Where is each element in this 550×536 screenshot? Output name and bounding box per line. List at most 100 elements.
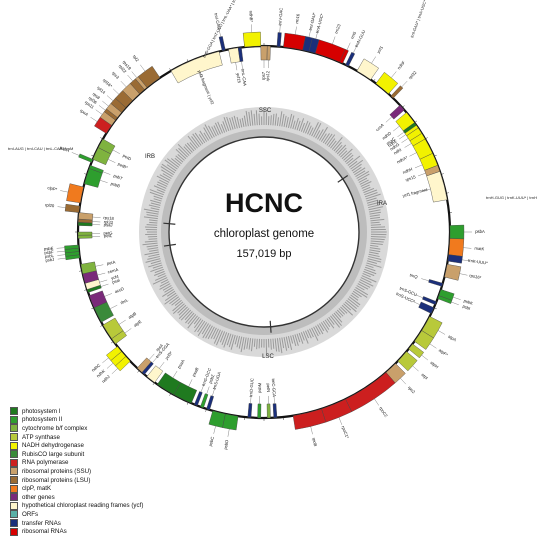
gene-label-leader bbox=[402, 138, 409, 142]
backbone-tick bbox=[91, 308, 93, 309]
legend-item: ribosomal RNAs bbox=[10, 527, 200, 536]
gene-label-leader bbox=[339, 417, 342, 424]
gene-label: rps2 bbox=[407, 385, 417, 395]
backbone-tick bbox=[100, 326, 102, 327]
gene-block bbox=[78, 232, 92, 235]
gene-label-leader bbox=[438, 330, 445, 334]
gene-label: psbE bbox=[44, 246, 54, 252]
gene-label: psbC bbox=[208, 436, 215, 447]
gene-label: psbB bbox=[110, 181, 121, 189]
backbone-tick bbox=[187, 403, 188, 405]
gene-label-leader bbox=[132, 72, 137, 78]
legend-label: photosystem I bbox=[22, 408, 61, 415]
gene-label-leader bbox=[57, 251, 65, 252]
legend-item: ATP synthase bbox=[10, 433, 200, 442]
gene-label: petG bbox=[103, 230, 112, 235]
gene-label: ndhB* bbox=[248, 11, 254, 23]
gene-label-leader bbox=[189, 379, 193, 386]
gene-block bbox=[444, 264, 460, 280]
gene-label: rrn16 bbox=[294, 13, 301, 24]
backbone-tick bbox=[153, 383, 154, 385]
gene-label: rps15 bbox=[405, 174, 417, 183]
gene-label-leader bbox=[121, 81, 127, 87]
gene-label: rps3 bbox=[111, 70, 121, 80]
region-label-irb: IRB bbox=[145, 154, 155, 160]
gene-label: trnN-GUU bbox=[354, 29, 367, 48]
gene-label-leader bbox=[311, 426, 313, 434]
gene-label: petA bbox=[106, 259, 116, 266]
gene-block bbox=[419, 302, 434, 314]
gene-label-leader bbox=[113, 89, 119, 95]
gene-block bbox=[243, 32, 261, 47]
gene-label-leader bbox=[125, 328, 131, 333]
gene-label-leader bbox=[57, 248, 65, 249]
region-boundary-tick bbox=[270, 321, 271, 333]
gene-label-leader bbox=[107, 96, 113, 101]
gene-label: petD bbox=[122, 153, 132, 162]
legend-label: other genes bbox=[22, 494, 55, 501]
gene-label-leader bbox=[110, 305, 117, 309]
legend-swatch bbox=[10, 510, 18, 518]
gene-label: atpH bbox=[429, 360, 439, 369]
gene-block bbox=[78, 213, 92, 220]
gene-label-leader bbox=[91, 117, 98, 121]
gene-label: rpoC2 bbox=[378, 406, 389, 419]
gene-label-leader bbox=[409, 153, 416, 157]
gene-block bbox=[346, 372, 396, 411]
gene-label-leader bbox=[103, 172, 110, 175]
gc-content-bar bbox=[147, 225, 158, 226]
gene-label: matK bbox=[474, 246, 484, 252]
gene-label-leader bbox=[102, 358, 108, 363]
gene-label: atpB bbox=[127, 311, 137, 320]
gene-label-leader bbox=[421, 279, 429, 281]
gene-block bbox=[248, 403, 252, 417]
gene-label: ndhF bbox=[396, 59, 406, 70]
backbone-tick bbox=[170, 68, 171, 70]
legend-swatch bbox=[10, 459, 18, 467]
gene-block bbox=[398, 352, 417, 371]
gene-label: rpoA bbox=[79, 108, 89, 117]
gene-label-leader bbox=[393, 126, 399, 131]
gene-block bbox=[79, 154, 93, 162]
gene-block bbox=[200, 394, 208, 408]
legend-label: RNA polymerase bbox=[22, 459, 68, 466]
gene-label-leader bbox=[413, 366, 419, 371]
gc-content-bar bbox=[371, 225, 381, 226]
backbone-tick bbox=[442, 174, 444, 175]
gc-content-bar bbox=[371, 227, 385, 228]
genome-size: 157,019 bp bbox=[236, 248, 291, 260]
gene-label: petN bbox=[266, 383, 271, 392]
gene-label-leader bbox=[72, 152, 79, 155]
gene-label-leader bbox=[460, 274, 468, 276]
gene-block bbox=[261, 46, 267, 60]
gene-label-leader bbox=[228, 429, 229, 437]
gene-block bbox=[207, 396, 214, 410]
legend-label: ATP synthase bbox=[22, 434, 60, 441]
gene-block bbox=[448, 255, 463, 264]
gene-label-leader bbox=[371, 57, 375, 64]
gene-label: psbD bbox=[223, 439, 230, 450]
gene-label: rrn23 bbox=[334, 23, 342, 35]
gene-label: ndhJ bbox=[101, 374, 111, 384]
legend-item: RubisCO large subunit bbox=[10, 450, 200, 459]
gene-label-leader bbox=[391, 72, 396, 78]
legend-swatch bbox=[10, 493, 18, 501]
gene-label-leader bbox=[173, 371, 177, 378]
legend-label: ORFs bbox=[22, 511, 38, 518]
legend-label: ribosomal proteins (SSU) bbox=[22, 468, 91, 475]
gene-label: rps18 bbox=[103, 215, 115, 221]
legend-item: photosystem II bbox=[10, 416, 200, 425]
gene-label: accD bbox=[114, 286, 125, 294]
gene-label: rpl32 bbox=[407, 69, 417, 80]
backbone-tick bbox=[403, 106, 404, 107]
gene-label-leader bbox=[128, 75, 133, 81]
legend-label: ribosomal proteins (LSU) bbox=[22, 477, 90, 484]
gene-label-leader bbox=[295, 27, 296, 35]
legend-item: NADH dehydrogenase bbox=[10, 441, 200, 450]
legend-label: RubisCO large subunit bbox=[22, 451, 84, 458]
backbone-tick bbox=[91, 155, 93, 156]
gene-label-leader bbox=[430, 344, 437, 348]
gene-label-leader bbox=[105, 293, 112, 296]
gene-label-leader bbox=[149, 354, 154, 360]
legend-swatch bbox=[10, 424, 18, 432]
